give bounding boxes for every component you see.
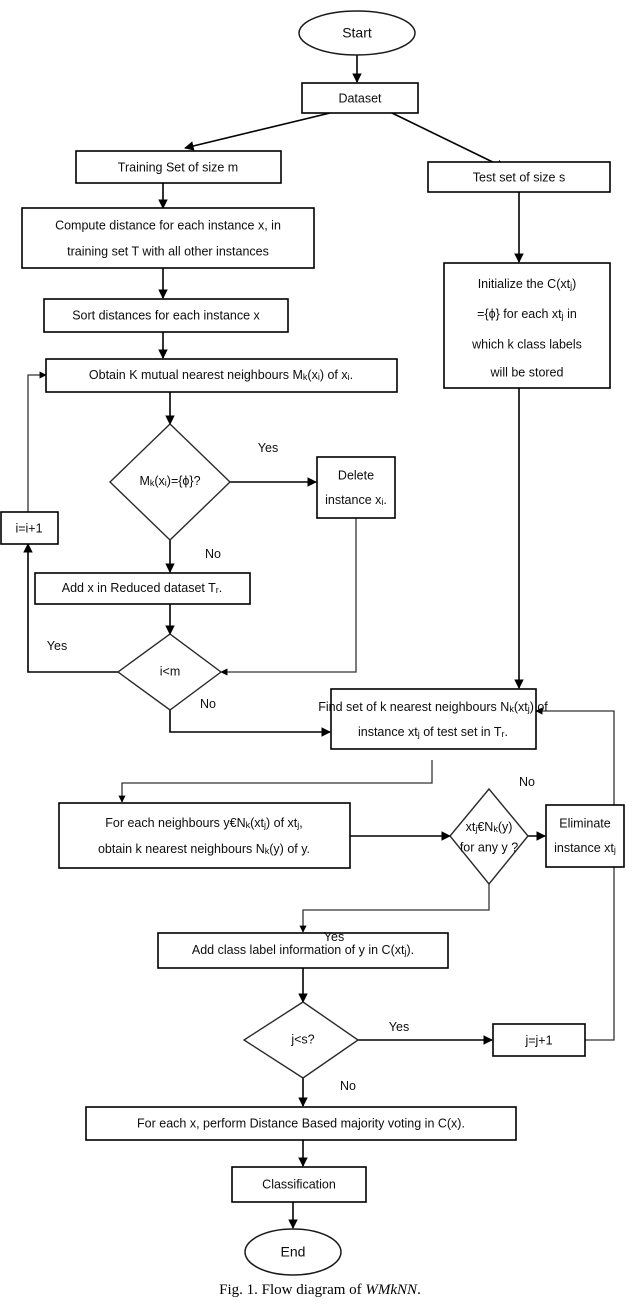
edge-dataset-to-test <box>391 112 506 169</box>
edge-label-mutual-yes: Yes <box>324 930 344 944</box>
node-decision-j-lt-s-label: j<s? <box>290 1032 314 1046</box>
node-delete-instance[interactable]: Delete instance xi. <box>316 456 396 519</box>
edge-label-i-lt-m-no: No <box>200 697 216 711</box>
node-end[interactable]: End <box>244 1228 342 1276</box>
node-decision-mutual-check[interactable]: xtj€Nk(y) for any y ? <box>449 787 529 886</box>
node-eliminate-instance-line2: instance xtj <box>554 841 616 855</box>
node-start-label: Start <box>342 25 372 41</box>
node-for-each-neighbour-line2: obtain k nearest neighbours Nk(y) of y. <box>98 842 310 856</box>
node-initialize-c[interactable]: Initialize the C(xtj) ={ϕ} for each xtj … <box>443 262 611 389</box>
edge-i-yes-to-iinc <box>23 543 118 673</box>
figure-caption: Fig. 1. Flow diagram of WMkNN. <box>0 1282 640 1299</box>
edge-label-i-lt-m-yes: Yes <box>47 639 67 653</box>
caption-prefix: Fig. 1. Flow diagram of <box>219 1282 366 1298</box>
node-training-set[interactable]: Training Set of size m <box>75 150 282 184</box>
node-eliminate-instance[interactable]: Eliminate instance xtj <box>545 804 625 868</box>
node-majority-voting[interactable]: For each x, perform Distance Based major… <box>85 1106 517 1141</box>
node-decision-i-lt-m[interactable]: i<m <box>116 633 223 711</box>
node-delete-instance-line1: Delete <box>338 468 374 482</box>
edge-label-j-lt-s-no: No <box>340 1079 356 1093</box>
node-training-set-label: Training Set of size m <box>118 160 238 174</box>
edge-label-empty-no: No <box>205 547 221 561</box>
node-end-label: End <box>281 1244 306 1260</box>
node-obtain-mutual-nn[interactable]: Obtain K mutual nearest neighbours Mk(xi… <box>45 358 398 393</box>
node-obtain-mutual-nn-label: Obtain K mutual nearest neighbours Mk(xi… <box>89 368 353 382</box>
node-decision-i-lt-m-label: i<m <box>160 664 181 678</box>
edge-mutual-yes-to-addclass <box>299 884 490 933</box>
node-j-increment[interactable]: j=j+1 <box>492 1023 586 1057</box>
edge-label-empty-yes: Yes <box>258 441 278 455</box>
node-i-increment-label: i=i+1 <box>15 521 42 535</box>
node-initialize-c-line3: which k class labels <box>471 337 582 351</box>
node-decision-empty-set-label: Mk(xi)={ϕ}? <box>139 474 200 488</box>
node-delete-instance-line2: instance xi. <box>325 493 387 507</box>
node-test-set[interactable]: Test set of size s <box>427 161 611 193</box>
edge-label-j-lt-s-yes: Yes <box>389 1020 409 1034</box>
node-find-knn-line1: Find set of k nearest neighbours Nk(xtj)… <box>318 700 548 714</box>
node-classification-label: Classification <box>262 1177 336 1191</box>
edge-dataset-to-training <box>184 112 331 151</box>
node-find-knn-line2: instance xtj of test set in Tr. <box>358 725 508 739</box>
node-dataset-label: Dataset <box>338 91 382 105</box>
node-for-each-neighbour[interactable]: For each neighbours y€Nk(xtj) of xtj, ob… <box>58 802 351 869</box>
caption-figure-name: WMkNN <box>365 1282 418 1298</box>
node-decision-j-lt-s[interactable]: j<s? <box>242 1001 360 1079</box>
edge-iinc-to-obtain <box>27 371 47 512</box>
node-eliminate-instance-line1: Eliminate <box>559 816 610 830</box>
node-find-knn[interactable]: Find set of k nearest neighbours Nk(xtj)… <box>318 688 548 750</box>
node-decision-mutual-check-line1: xtj€Nk(y) <box>466 820 513 834</box>
node-initialize-c-line1: Initialize the C(xtj) <box>478 277 577 291</box>
edge-labels: Yes No Yes No No Yes Yes No <box>47 441 535 1093</box>
node-j-increment-label: j=j+1 <box>524 1033 552 1047</box>
node-sort-distances[interactable]: Sort distances for each instance x <box>43 298 289 333</box>
edge-delete-to-decision-i <box>220 518 357 676</box>
connectors <box>23 54 615 1229</box>
node-for-each-neighbour-line1: For each neighbours y€Nk(xtj) of xtj, <box>105 816 303 830</box>
node-initialize-c-line2: ={ϕ} for each xtj in <box>477 307 577 321</box>
node-start[interactable]: Start <box>298 10 416 56</box>
node-add-x-reduced[interactable]: Add x in Reduced dataset Tr. <box>34 572 251 605</box>
node-decision-mutual-check-line2: for any y ? <box>460 840 518 854</box>
edge-label-mutual-no: No <box>519 775 535 789</box>
node-add-class-label-text: Add class label information of y in C(xt… <box>192 943 414 957</box>
node-compute-distance[interactable]: Compute distance for each instance x, in… <box>21 207 315 269</box>
node-dataset[interactable]: Dataset <box>301 82 419 114</box>
edge-jinc-to-findknn <box>535 707 615 1041</box>
node-add-x-reduced-label: Add x in Reduced dataset Tr. <box>62 581 223 595</box>
edge-i-no-to-findknn <box>169 710 331 737</box>
edge-findknn-to-foreach <box>118 760 433 803</box>
node-test-set-label: Test set of size s <box>473 170 565 184</box>
node-i-increment[interactable]: i=i+1 <box>0 511 59 545</box>
node-sort-distances-label: Sort distances for each instance x <box>72 308 260 322</box>
node-majority-voting-label: For each x, perform Distance Based major… <box>137 1116 465 1130</box>
node-decision-empty-set[interactable]: Mk(xi)={ϕ}? <box>108 423 232 541</box>
node-compute-distance-line2: training set T with all other instances <box>67 244 269 258</box>
node-initialize-c-line4: will be stored <box>490 365 564 379</box>
node-classification[interactable]: Classification <box>231 1166 367 1203</box>
node-compute-distance-line1: Compute distance for each instance x, in <box>55 218 281 232</box>
caption-suffix: . <box>417 1282 421 1298</box>
node-add-class-label[interactable]: Add class label information of y in C(xt… <box>157 932 449 969</box>
